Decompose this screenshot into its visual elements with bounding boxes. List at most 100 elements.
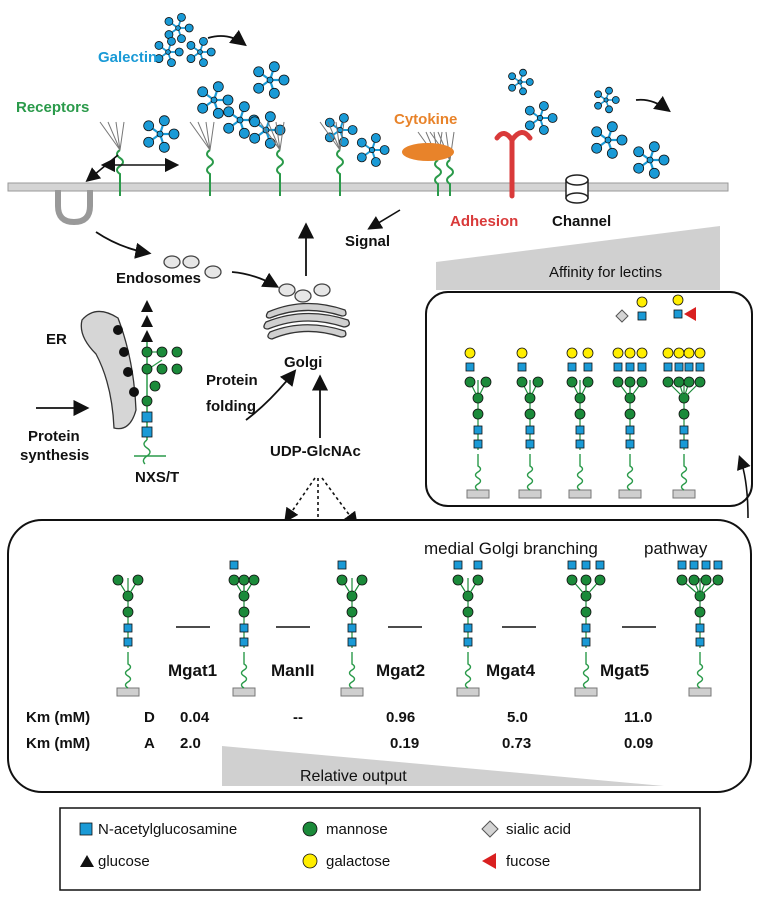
- km-a-mgat4: 0.73: [502, 735, 531, 752]
- bond-line: [99, 121, 121, 151]
- bond-line: [205, 121, 211, 151]
- endocytosis-arrow: [95, 231, 152, 259]
- mannose-residue: [566, 376, 578, 388]
- galactose-icon: [302, 853, 318, 869]
- glcnac-residue: [613, 362, 623, 372]
- mannose-residue: [700, 574, 712, 586]
- protein-stalk: [582, 652, 590, 689]
- bond-line: [275, 121, 281, 151]
- receptor-stalk: [446, 159, 454, 196]
- receptor-stalk: [206, 149, 214, 196]
- dashed-arrow-left: [284, 477, 316, 523]
- km-label-a: Km (mM): [26, 735, 90, 752]
- membrane-patch: [116, 687, 140, 697]
- protein-stalk: [124, 652, 132, 689]
- glucose-icon: [80, 855, 94, 867]
- mannose-residue: [662, 376, 674, 388]
- galectin-lobe: [168, 128, 180, 140]
- mannose-residue: [464, 376, 476, 388]
- glcnac-residue: [695, 637, 705, 647]
- galectin-core: [266, 76, 274, 84]
- mannose-residue: [678, 408, 690, 420]
- galectin-lobe: [268, 61, 280, 73]
- glcnac-residue: [473, 425, 483, 435]
- fucose-icon: [482, 853, 496, 869]
- galactose-residue: [636, 347, 648, 359]
- galectin-lobe: [611, 96, 620, 104]
- galectin-icon: [594, 86, 620, 114]
- galectin-lobe: [606, 121, 618, 133]
- plasma-membrane: [7, 182, 729, 192]
- sialic-acid-icon: [481, 820, 499, 838]
- glycan-structure: [112, 574, 144, 697]
- km-label-d: Km (mM): [26, 709, 90, 726]
- glcnac-residue: [581, 623, 591, 633]
- mannose-residue: [462, 606, 474, 618]
- legend-sialic: sialic acid: [506, 821, 571, 838]
- glycan-structure: [464, 347, 492, 499]
- glcnac-residue: [473, 560, 483, 570]
- glcnac-residue: [525, 439, 535, 449]
- galectin-core: [336, 126, 344, 134]
- km-table: Km (mM) D 0.04 -- 0.96 5.0 11.0 Km (mM) …: [26, 709, 653, 752]
- galectin-lobe: [594, 90, 602, 99]
- mannose-residue: [624, 376, 636, 388]
- glcnac-residue: [713, 560, 723, 570]
- branching-pathway-box: [7, 519, 752, 793]
- galectin-core: [156, 130, 164, 138]
- glcnac-residue: [637, 362, 647, 372]
- galectin-core: [368, 146, 376, 154]
- receptor-stalk: [276, 149, 284, 196]
- protein-stalk: [696, 652, 704, 689]
- bond-line: [115, 121, 121, 151]
- galectin-lobe: [199, 36, 208, 46]
- glcnac-residue: [701, 560, 711, 570]
- signal-label: Signal: [345, 233, 390, 250]
- glcnac-residue: [581, 560, 591, 570]
- arrow-galectin-top: [207, 29, 247, 47]
- galectin-lobe: [519, 68, 527, 77]
- mannose-residue: [516, 376, 528, 388]
- glycan-structure: [612, 347, 648, 499]
- sialic-acid-icon: [615, 309, 629, 323]
- receptor-stalk: [116, 149, 124, 196]
- galactose-residue: [636, 296, 648, 308]
- glcnac-residue: [625, 362, 635, 372]
- km-d-mgat5: 11.0: [624, 709, 652, 726]
- galectin-lobe: [177, 12, 186, 22]
- cytokine-label: Cytokine: [394, 111, 457, 128]
- arrow-pathway-to-affinity: [737, 454, 751, 519]
- mannose-residue: [636, 376, 648, 388]
- galectin-lobe: [338, 113, 349, 123]
- galectin-lobe: [143, 136, 155, 148]
- glcnac-residue: [674, 362, 684, 372]
- galectin-icon: [164, 12, 194, 44]
- legend: N-acetylglucosamine mannose sialic acid …: [79, 820, 571, 870]
- mannose-residue: [228, 574, 240, 586]
- glcnac-residue: [347, 637, 357, 647]
- galectin-lobe: [264, 111, 276, 123]
- galectin-lobe: [212, 81, 224, 93]
- glcnac-residue: [567, 560, 577, 570]
- galectin-lobe: [370, 133, 381, 143]
- adhesion-label: Adhesion: [450, 213, 518, 230]
- galectin-lobe: [249, 116, 261, 128]
- endocytic-pit: [55, 190, 93, 226]
- enzyme-mgat5: Mgat5: [600, 661, 649, 680]
- membrane-patch: [518, 489, 542, 499]
- mannose-residue: [452, 574, 464, 586]
- cytokine-shape: [402, 143, 454, 161]
- galectin-lobe: [524, 120, 535, 131]
- membrane-patch: [618, 489, 642, 499]
- glycan-structure: [452, 560, 484, 697]
- glycan-structure: [566, 347, 594, 499]
- galectin-lobe: [268, 87, 280, 99]
- mannose-residue: [624, 408, 636, 420]
- glcnac-residue: [567, 362, 577, 372]
- galectin-lobe: [525, 78, 534, 86]
- protein-stalk: [464, 652, 472, 689]
- bond-line: [267, 121, 281, 151]
- receptor-stalk: [336, 149, 344, 196]
- arrow-to-endocytosis: [85, 154, 119, 183]
